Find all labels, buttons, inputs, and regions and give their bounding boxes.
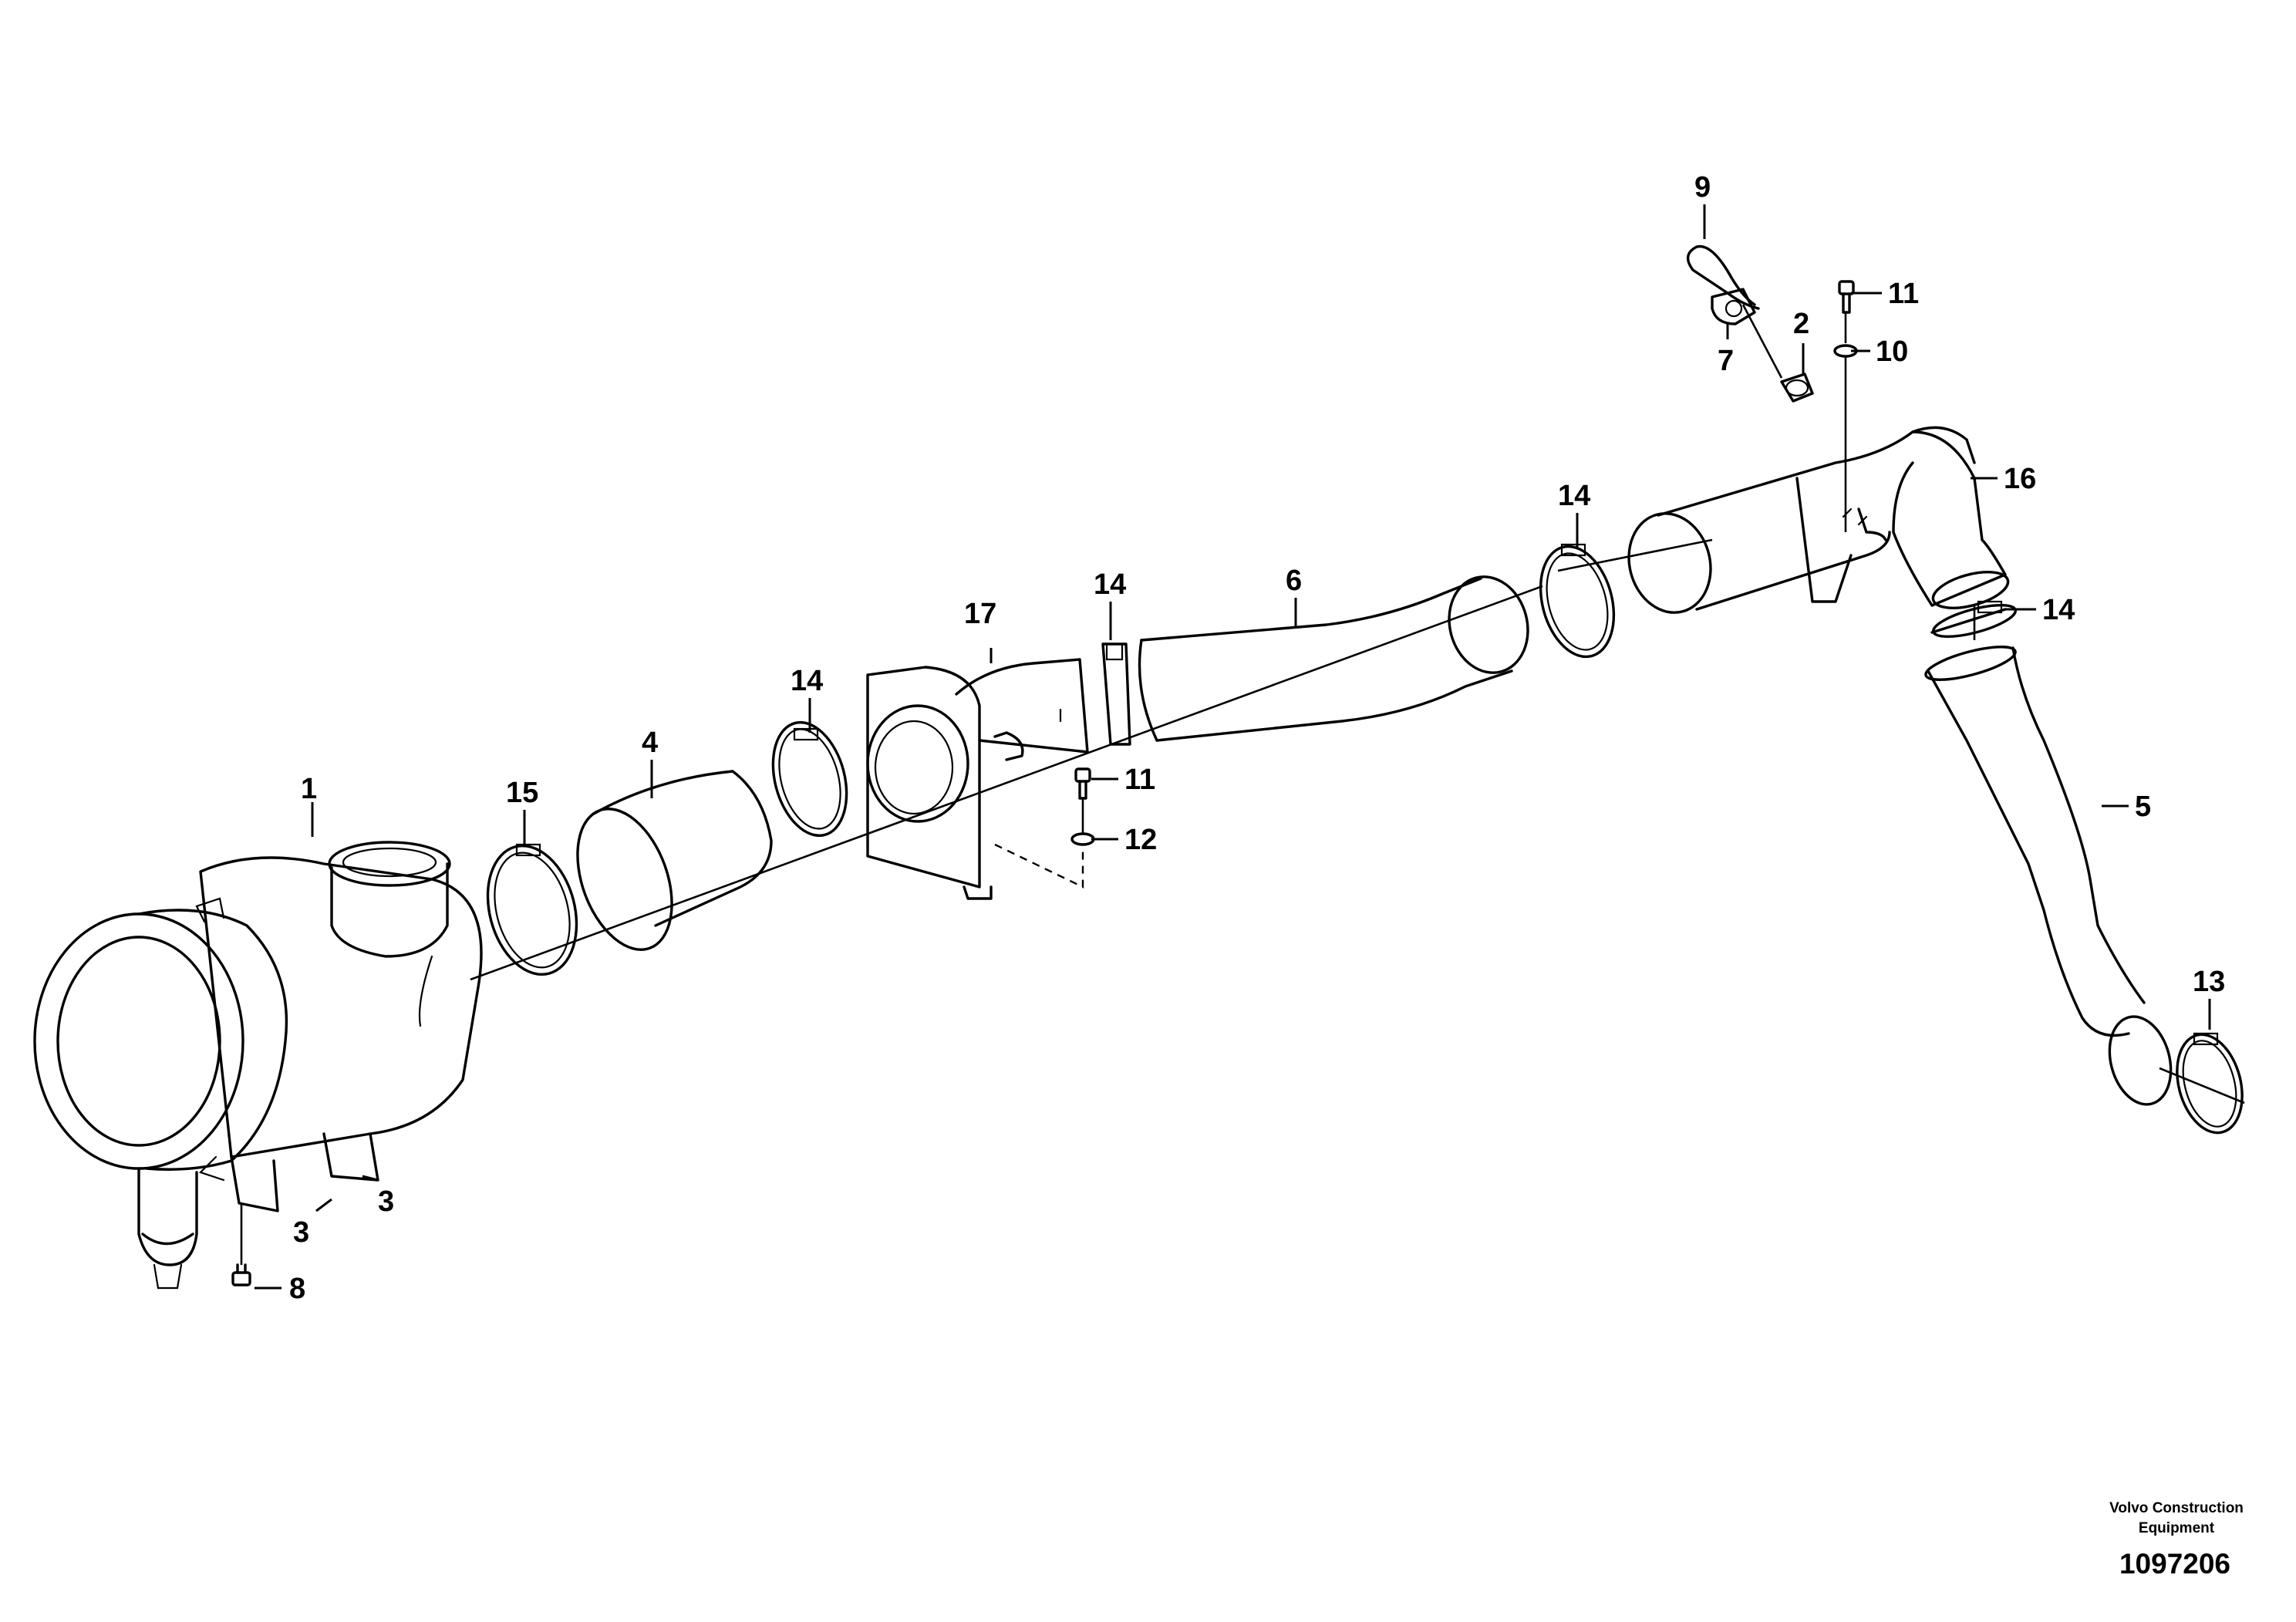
callout-labels: 1 2 3 3 4 5 6 7 8 9 10 11 11 12 13 14 14… [289, 171, 2225, 1305]
callout-1: 1 [301, 773, 317, 805]
callout-15: 15 [506, 777, 538, 809]
service-indicator-7 [1711, 288, 1756, 325]
callout-7: 7 [1718, 345, 1734, 377]
hose-clamp-14c [1539, 543, 1616, 659]
screw-11-lower [1074, 767, 1091, 800]
callout-12: 12 [1124, 824, 1157, 856]
callout-8: 8 [289, 1273, 305, 1305]
callout-14-b: 14 [1094, 568, 1126, 601]
callout-9: 9 [1694, 171, 1711, 204]
screw-11-upper [1838, 280, 1855, 314]
assembly-centerlines [240, 304, 2245, 1265]
hose-clamp-14a [771, 720, 848, 838]
callout-17: 17 [964, 598, 996, 630]
hose-5 [1924, 646, 2173, 1106]
callout-13: 13 [2193, 966, 2225, 998]
hose-6 [1138, 575, 1529, 742]
elbow-pipe-16 [1627, 426, 2010, 614]
brand-line-1: Volvo Construction [2109, 1500, 2244, 1516]
callout-11-upper: 11 [1888, 278, 1919, 310]
callout-3-front: 3 [293, 1216, 309, 1249]
callout-14-d: 14 [2042, 594, 2075, 626]
callout-4: 4 [642, 727, 658, 759]
callout-16: 16 [2004, 463, 2036, 495]
callout-leaders [255, 204, 2211, 1290]
footer-block: Volvo Construction Equipment 1097206 [2109, 1500, 2244, 1580]
drawing-number: 1097206 [2119, 1548, 2230, 1580]
hose-4 [576, 770, 773, 951]
callout-5: 5 [2135, 791, 2151, 823]
brand-line-2: Equipment [2139, 1520, 2215, 1536]
callout-3-rear: 3 [378, 1185, 394, 1218]
band-clamp-14b [1101, 642, 1131, 746]
callout-6: 6 [1286, 565, 1302, 597]
inlet-pipe-17 [866, 658, 1089, 900]
hose-clamp-13 [2176, 1032, 2244, 1135]
callout-11-lower: 11 [1124, 764, 1155, 796]
washer-12 [1070, 832, 1095, 846]
screw-8 [231, 1263, 251, 1286]
callout-10: 10 [1876, 336, 1908, 368]
callout-14-c: 14 [1558, 480, 1590, 512]
callout-2: 2 [1793, 308, 1809, 340]
air-cleaner [33, 841, 483, 1290]
callout-14-a: 14 [791, 665, 823, 697]
grommet-2 [1780, 373, 1814, 403]
hose-clamp-15 [486, 843, 578, 976]
